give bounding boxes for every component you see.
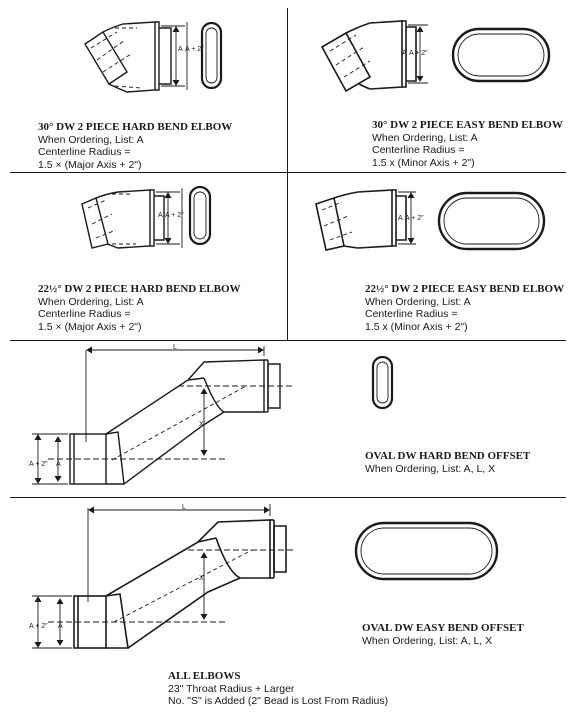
- offset-easy-dim-x: X: [199, 575, 204, 582]
- elbow-30-hard-title: 30° DW 2 PIECE HARD BEND ELBOW: [38, 121, 233, 133]
- offset-hard-caption: OVAL DW HARD BEND OFFSET When Ordering, …: [365, 450, 530, 475]
- elbow-30-hard-drawing: A A + 2": [75, 18, 250, 113]
- footer-note: ALL ELBOWS 23" Throat Radius + Larger No…: [168, 670, 388, 708]
- elbow-22-hard-dim-a: A: [158, 212, 163, 219]
- elbow-22-easy-ordering: When Ordering, List: A: [365, 295, 471, 308]
- offset-hard-dim-a: A: [56, 461, 61, 468]
- elbow-22-easy-caption: 22½° DW 2 PIECE EASY BEND ELBOW When Ord…: [365, 283, 564, 333]
- offset-hard-title: OVAL DW HARD BEND OFFSET: [365, 450, 531, 462]
- elbow-30-hard-radius-label: Centerline Radius =: [38, 146, 131, 158]
- offset-hard-dim-l: L: [173, 344, 177, 351]
- elbow-30-hard-dim-a: A: [178, 46, 183, 53]
- offset-easy-dim-a: A: [58, 623, 63, 630]
- divider-row-3: [10, 497, 566, 498]
- elbow-30-easy-radius-label: Centerline Radius =: [372, 144, 465, 156]
- offset-easy-dim-a2: A + 2": [29, 623, 48, 630]
- elbow-30-easy-title: 30° DW 2 PIECE EASY BEND ELBOW: [372, 119, 563, 131]
- footer-title: ALL ELBOWS: [168, 670, 241, 682]
- elbow-30-hard-dim-a2: A + 2": [185, 46, 204, 53]
- elbow-30-easy-dim-a2: A + 2": [409, 50, 428, 57]
- offset-easy-ordering: When Ordering, List: A, L, X: [362, 634, 493, 647]
- elbow-22-hard-drawing: A A + 2": [72, 184, 247, 264]
- footer-line-1: 23" Throat Radius + Larger: [168, 682, 295, 695]
- offset-easy-title: OVAL DW EASY BEND OFFSET: [362, 622, 524, 634]
- elbow-22-easy-title: 22½° DW 2 PIECE EASY BEND ELBOW: [365, 283, 565, 295]
- elbow-22-easy-drawing: A A + 2": [312, 184, 552, 264]
- divider-row-1: [10, 172, 566, 173]
- offset-easy-caption: OVAL DW EASY BEND OFFSET When Ordering, …: [362, 622, 524, 647]
- offset-hard-ordering: When Ordering, List: A, L, X: [365, 462, 496, 475]
- offset-hard-oval-section: [370, 355, 396, 411]
- elbow-30-hard-caption: 30° DW 2 PIECE HARD BEND ELBOW When Orde…: [38, 121, 232, 171]
- offset-hard-drawing: L X A A + 2": [28, 342, 308, 492]
- offset-easy-drawing: L X A A + 2": [28, 502, 308, 662]
- elbow-22-hard-formula: 1.5 × (Major Axis + 2"): [38, 320, 142, 333]
- elbow-30-easy-formula: 1.5 x (Minor Axis + 2"): [372, 156, 475, 169]
- offset-hard-dim-x: X: [199, 421, 204, 428]
- elbow-30-easy-drawing: A A + 2": [318, 15, 558, 110]
- offset-easy-dim-l: L: [182, 504, 186, 511]
- elbow-22-easy-dim-a2: A + 2": [405, 215, 424, 222]
- elbow-22-hard-caption: 22½° DW 2 PIECE HARD BEND ELBOW When Ord…: [38, 283, 241, 333]
- offset-hard-dim-a2: A + 2": [29, 461, 48, 468]
- elbow-30-hard-ordering: When Ordering, List: A: [38, 133, 144, 146]
- elbow-22-hard-title: 22½° DW 2 PIECE HARD BEND ELBOW: [38, 283, 241, 295]
- divider-row-2: [10, 340, 566, 341]
- elbow-30-easy-caption: 30° DW 2 PIECE EASY BEND ELBOW When Orde…: [372, 119, 563, 169]
- offset-easy-oval-section: [353, 520, 503, 584]
- footer-line-2: No. "S" is Added (2" Bead is Lost From R…: [168, 695, 389, 707]
- elbow-22-hard-ordering: When Ordering, List: A: [38, 295, 144, 308]
- elbow-30-hard-formula: 1.5 × (Major Axis + 2"): [38, 158, 142, 171]
- elbow-22-hard-dim-a2: A + 2": [165, 212, 184, 219]
- center-divider: [287, 8, 288, 340]
- elbow-22-easy-radius-label: Centerline Radius =: [365, 308, 458, 320]
- elbow-22-easy-formula: 1.5 x (Minor Axis + 2"): [365, 320, 468, 333]
- elbow-30-easy-dim-a: A: [402, 50, 407, 57]
- elbow-30-easy-ordering: When Ordering, List: A: [372, 131, 478, 144]
- elbow-22-hard-radius-label: Centerline Radius =: [38, 308, 131, 320]
- elbow-22-easy-dim-a: A: [398, 215, 403, 222]
